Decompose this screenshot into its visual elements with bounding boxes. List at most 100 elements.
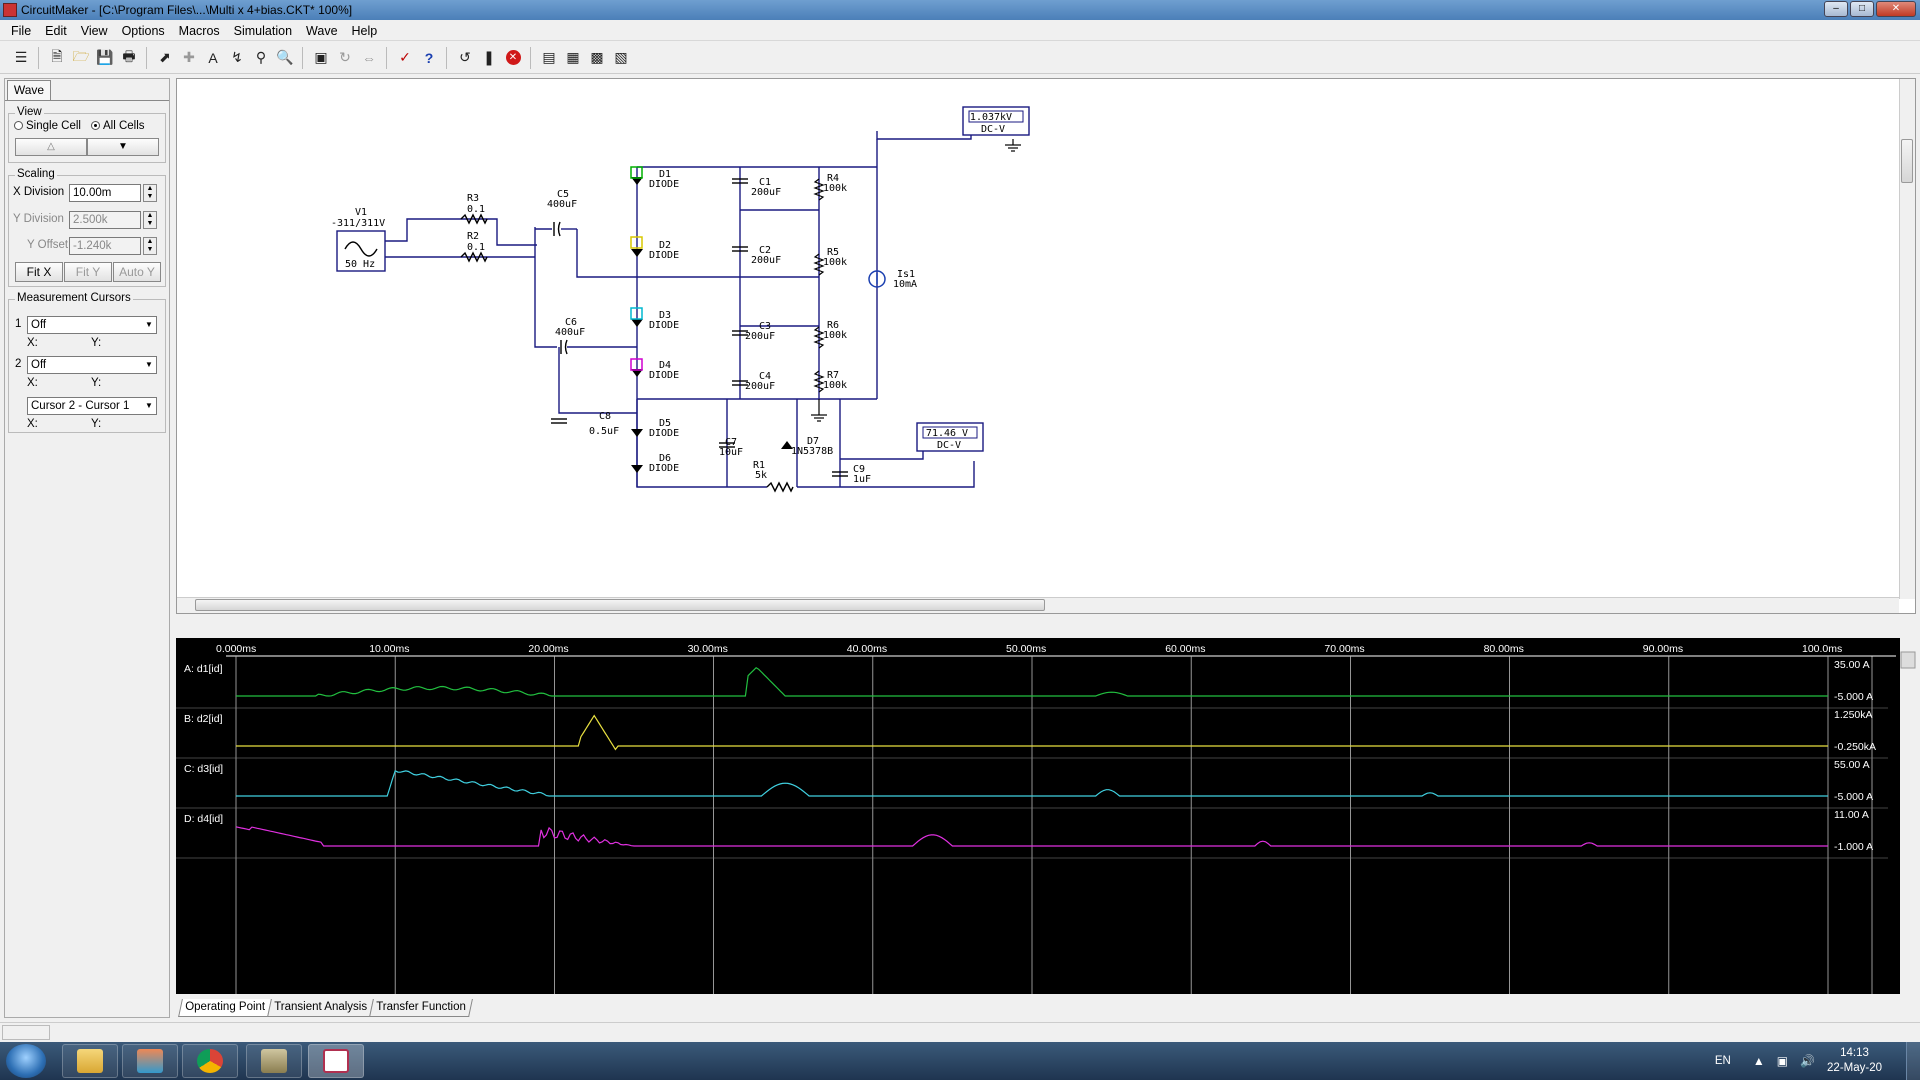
cursor-2-select[interactable]: Off ▼ [27,356,157,374]
tab-transient-analysis[interactable]: Transient Analysis [267,999,374,1017]
d6-type: DIODE [649,463,679,474]
menu-view[interactable]: View [80,23,108,38]
rotate-part-icon[interactable]: ↻ [339,49,351,65]
schematic-horizontal-scrollbar[interactable] [177,597,1899,613]
run-checkmark-icon[interactable]: ✓ [399,49,411,65]
tab-operating-point[interactable]: Operating Point [178,999,272,1017]
all-cells-radio[interactable]: All Cells [91,120,145,132]
analysis-2-icon[interactable]: ▦ [566,49,580,65]
step-icon[interactable]: ❚ [483,49,495,65]
source-v1-box[interactable] [336,230,386,272]
probe-d-marker[interactable] [630,358,643,371]
fit-y-button[interactable]: Fit Y [64,262,112,282]
cursor-diff-x-label: X: [27,418,38,430]
y-division-spinner[interactable]: ▲▼ [143,211,157,229]
r2-value: 0.1 [467,242,485,253]
taskbar-media-app[interactable] [246,1044,302,1078]
menu-macros[interactable]: Macros [178,23,220,38]
voltmeter-bottom[interactable] [916,422,984,452]
cursor-1-select[interactable]: Off ▼ [27,316,157,334]
zoom-icon[interactable]: 🔍 [276,49,294,65]
clock[interactable]: 14:13 22-May-20 [1827,1046,1882,1076]
schematic-canvas[interactable]: 1.037kV DC-V 71.46 V DC-V V1 -311/311V 5… [176,78,1916,614]
mirror-icon[interactable]: ⇔ [362,49,376,66]
wire-cross-icon[interactable]: ✚ [183,49,195,65]
language-indicator[interactable]: EN [1714,1055,1731,1067]
minimize-button[interactable]: – [1824,1,1848,17]
y-offset-field[interactable]: -1.240k [69,237,141,255]
tab-wave[interactable]: Wave [7,80,51,100]
network-icon[interactable]: ▣ [1776,1054,1789,1068]
waveform-vertical-scrollbar [1900,638,1916,994]
probe-a-marker[interactable] [630,166,643,179]
menu-options[interactable]: Options [121,23,165,38]
voltmeter-top[interactable] [962,106,1030,136]
single-cell-radio[interactable]: Single Cell [14,120,81,132]
start-button[interactable] [6,1044,46,1078]
menu-simulation[interactable]: Simulation [233,23,293,38]
is1-value: 10mA [893,279,917,290]
x-division-field[interactable]: 10.00m [69,184,141,202]
open-folder-icon[interactable]: 🗁 [72,47,90,64]
scrollbar-thumb[interactable] [1901,139,1913,183]
toolbar-separator [38,46,44,69]
current-source-is1[interactable] [868,270,886,288]
taskbar-circuitmaker[interactable] [308,1044,364,1078]
scrollbar-thumb[interactable] [195,599,1045,611]
scaling-group: Scaling X Division 10.00m ▲▼ Y Division … [8,168,166,287]
new-file-icon[interactable]: 🗎 [51,47,63,64]
trace-min-label: -0.250kA [1834,741,1876,753]
y-offset-spinner[interactable]: ▲▼ [143,237,157,255]
chevron-down-icon: ▼ [145,401,153,410]
maximize-button[interactable]: □ [1850,1,1874,17]
d3-name: D3 [659,310,671,321]
schematic-vertical-scrollbar[interactable] [1899,79,1915,599]
tab-transfer-function[interactable]: Transfer Function [368,999,473,1017]
arrow-pointer-icon[interactable]: ⬈ [159,49,171,65]
analysis-3-icon[interactable]: ▩ [590,49,604,65]
cursor-difference-select[interactable]: Cursor 2 - Cursor 1 ▼ [27,397,157,415]
text-tool-icon[interactable]: A [208,49,218,66]
scrollbar-thumb [1900,651,1916,669]
previous-cell-button[interactable]: △ [15,138,87,156]
toolbar-separator [146,46,152,69]
menu-wave[interactable]: Wave [306,23,338,38]
fit-x-button[interactable]: Fit X [15,262,63,282]
c5-name: C5 [557,189,569,200]
status-bar [0,1022,1920,1042]
zoom-fit-icon[interactable]: ▣ [314,49,328,65]
taskbar-chrome[interactable] [182,1044,238,1078]
c6-name: C6 [565,317,577,328]
help-question-icon[interactable]: ? [424,49,434,66]
taskbar-file-explorer[interactable] [62,1044,118,1078]
auto-y-button[interactable]: Auto Y [113,262,161,282]
menu-help[interactable]: Help [351,23,378,38]
reset-icon[interactable]: ↺ [459,49,471,65]
save-icon[interactable]: 💾 [96,49,114,65]
tray-expand-icon[interactable]: ▲ [1752,1054,1765,1068]
single-cell-label: Single Cell [26,120,81,132]
x-division-spinner[interactable]: ▲▼ [143,184,157,202]
probe-lightning-icon[interactable]: ↯ [231,49,243,65]
analysis-4-icon[interactable]: ▧ [614,49,628,65]
probe-b-marker[interactable] [630,236,643,249]
probe-c-marker[interactable] [630,307,643,320]
show-desktop-button[interactable] [1906,1042,1920,1080]
c9-value: 1uF [853,474,871,485]
next-cell-button[interactable]: ▼ [87,138,159,156]
taskbar-app-launcher[interactable] [122,1044,178,1078]
print-icon[interactable]: 🖶 [122,47,136,64]
probe-icon[interactable]: ⚲ [255,49,267,65]
volume-icon[interactable]: 🔊 [1800,1054,1816,1068]
menu-file[interactable]: File [11,23,32,38]
rotate-toolbar-icon[interactable]: ☰ [14,49,28,65]
stop-icon[interactable]: ✕ [502,47,524,69]
cursor-1-y-label: Y: [91,337,102,349]
tab-transient-analysis-label: Transient Analysis [274,1001,368,1013]
analysis-1-icon[interactable]: ▤ [542,49,556,65]
y-division-field[interactable]: 2.500k [69,211,141,229]
menu-edit[interactable]: Edit [45,23,67,38]
trace-min-label: -1.000 A [1834,841,1873,853]
close-button[interactable]: ✕ [1876,1,1916,17]
